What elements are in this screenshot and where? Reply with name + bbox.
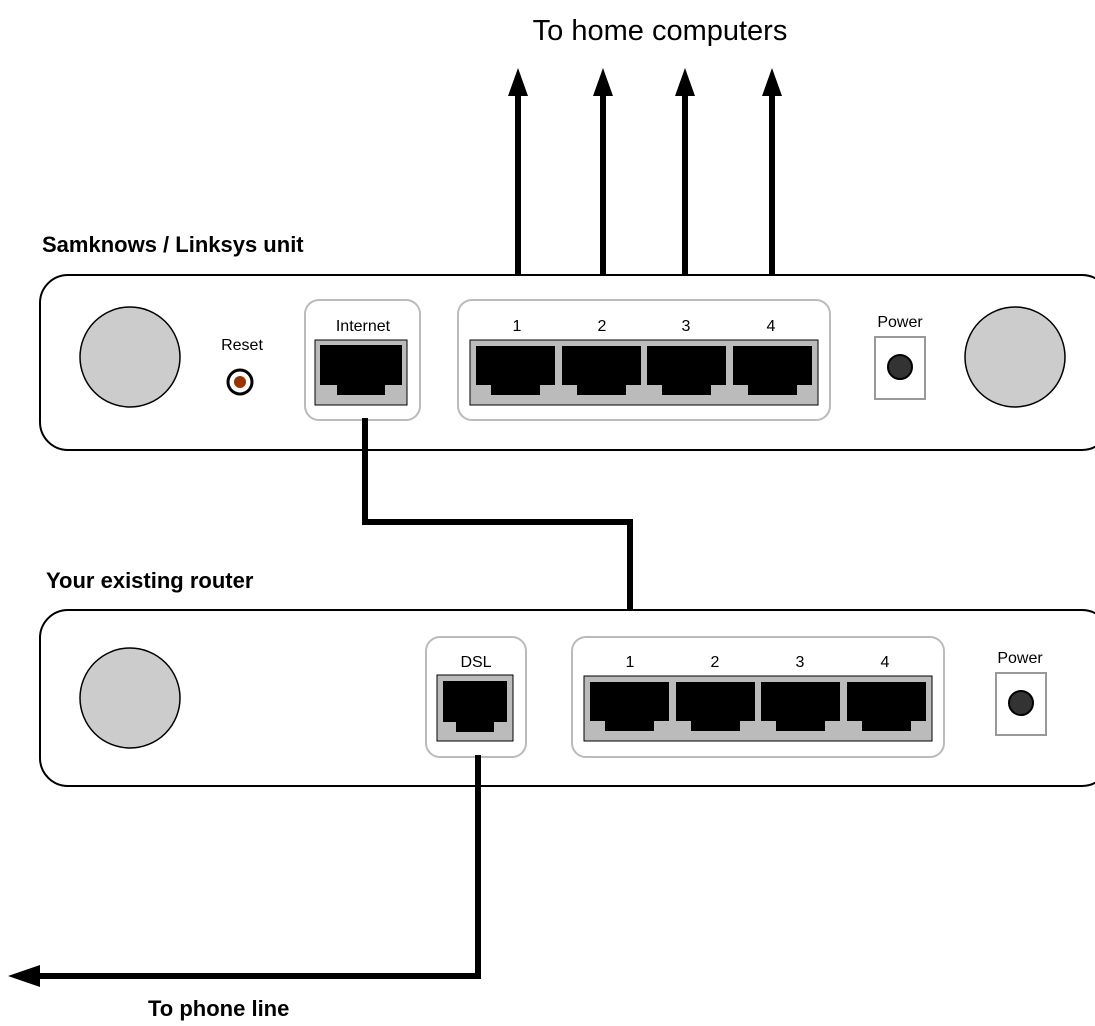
knob-icon bbox=[964, 306, 1066, 408]
port-number-label: 2 bbox=[598, 318, 607, 335]
ethernet-port-icon[interactable] bbox=[847, 682, 926, 731]
port-number-label: 1 bbox=[626, 654, 635, 671]
power-button-icon[interactable] bbox=[874, 336, 926, 400]
ethernet-cable bbox=[362, 418, 633, 660]
power-button-icon[interactable] bbox=[995, 672, 1047, 736]
samknows-unit-panel: Reset Internet 1 2 3 4 Pow bbox=[39, 274, 1095, 451]
samknows-unit-title: Samknows / Linksys unit bbox=[42, 232, 304, 257]
existing-router-title: Your existing router bbox=[46, 568, 254, 593]
ethernet-port-icon[interactable] bbox=[562, 346, 641, 395]
to-phone-line-label: To phone line bbox=[148, 996, 289, 1021]
arrow-up-icon bbox=[593, 68, 613, 300]
lan-port-group bbox=[457, 299, 831, 421]
home-computer-arrows bbox=[508, 68, 782, 300]
ethernet-port-icon[interactable] bbox=[761, 682, 840, 731]
reset-button-icon[interactable] bbox=[226, 368, 254, 396]
port-number-label: 1 bbox=[513, 318, 522, 335]
ethernet-port-icon[interactable] bbox=[733, 346, 812, 395]
dsl-port-label: DSL bbox=[460, 654, 491, 671]
port-number-label: 2 bbox=[711, 654, 720, 671]
port-number-label: 4 bbox=[881, 654, 890, 671]
port-number-label: 3 bbox=[796, 654, 805, 671]
arrow-up-icon bbox=[762, 68, 782, 300]
arrow-up-icon bbox=[508, 68, 528, 300]
ethernet-port-icon[interactable] bbox=[314, 339, 408, 406]
port-number-label: 3 bbox=[682, 318, 691, 335]
internet-port-label: Internet bbox=[336, 318, 391, 335]
reset-label: Reset bbox=[221, 337, 263, 354]
to-home-computers-label: To home computers bbox=[533, 15, 788, 47]
phone-line-cable bbox=[8, 755, 481, 987]
ethernet-port-icon[interactable] bbox=[436, 674, 514, 742]
port-number-label: 4 bbox=[767, 318, 776, 335]
knob-icon bbox=[79, 306, 181, 408]
power-label: Power bbox=[877, 314, 923, 331]
ethernet-port-icon[interactable] bbox=[647, 346, 726, 395]
ethernet-port-icon[interactable] bbox=[676, 682, 755, 731]
arrow-left-icon bbox=[8, 965, 40, 987]
knob-icon bbox=[79, 647, 181, 749]
existing-router-panel: DSL 1 2 3 4 Power bbox=[39, 609, 1095, 787]
power-label: Power bbox=[997, 650, 1043, 667]
ethernet-port-icon[interactable] bbox=[476, 346, 555, 395]
ethernet-port-icon[interactable] bbox=[590, 682, 669, 731]
arrow-up-icon bbox=[675, 68, 695, 300]
existing-router-body bbox=[39, 609, 1095, 787]
lan-port-group bbox=[571, 636, 945, 758]
